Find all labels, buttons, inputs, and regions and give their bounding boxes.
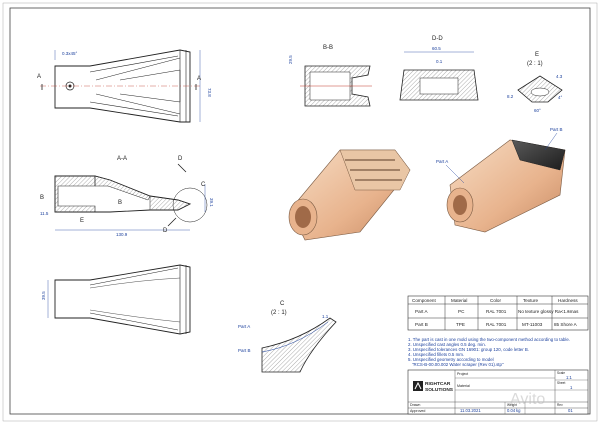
note-6: "RCS-B-00.00.002 Water scraper (Rev 01).… <box>412 362 504 367</box>
dim-height-top: 73.8 <box>207 88 212 97</box>
section-marker-d-bottom: D <box>163 228 168 234</box>
section-marker-a-left: A <box>37 74 41 80</box>
bom-table: Component Material Color Texture Hardnes… <box>407 295 589 331</box>
bom-row2-component: Part B <box>415 322 428 327</box>
section-marker-d-top: D <box>178 156 183 162</box>
detail-c-view: C (2 : 1) Part A Part B 1.1 <box>238 301 337 373</box>
detail-c-title: C <box>280 301 285 307</box>
bom-row1-material: PC <box>458 309 465 314</box>
dim-aa-len: 130.9 <box>116 232 128 237</box>
section-bb-title: B-B <box>323 45 333 51</box>
company-logo: RIGHTCAR SOLUTIONS <box>413 381 454 393</box>
bom-row1-texture: No texture glossy Ra<1.6mas <box>518 309 579 314</box>
iso-view-ribbed <box>288 149 411 241</box>
bottom-view: 39.5 <box>41 264 191 335</box>
label-drawn: Drawn <box>410 403 420 407</box>
title-scale: 1:1 <box>566 375 572 380</box>
section-marker-a-right: A <box>197 76 201 82</box>
bom-row2-color: RAL 7001 <box>486 322 507 327</box>
dim-bottom-h: 39.5 <box>41 291 46 300</box>
dim-c-thk: 1.1 <box>322 314 329 319</box>
iso-view-wiper: Part A Part B <box>436 127 566 233</box>
company-name-line2: SOLUTIONS <box>425 387 454 393</box>
notes-block: 1. The part is cast in one mold using th… <box>408 337 570 367</box>
note-5: 5. Unspecified geometry according to mod… <box>408 357 494 362</box>
title-sheet: 1 <box>570 385 573 390</box>
dim-dd-width: 0.1 <box>436 59 443 64</box>
dim-aa-left: 11.5 <box>40 211 49 216</box>
iso-part-b: Part B <box>550 127 563 132</box>
section-dd-title: D-D <box>432 36 443 42</box>
label-project: Project <box>457 372 468 376</box>
top-view: 0.3x45° 73.8 A A <box>37 49 212 123</box>
detail-e-scale: (2 : 1) <box>527 61 543 67</box>
section-marker-c: C <box>201 182 206 188</box>
note-1: 1. The part is cast in one mold using th… <box>408 337 570 342</box>
dim-e-w: 8.2 <box>507 94 514 99</box>
dim-e-r: 4° <box>558 95 563 100</box>
note-3: 3. Unspecified tolerances GN 16901: grou… <box>408 347 529 352</box>
section-marker-b-right: B <box>118 200 122 206</box>
dim-bb-depth: 29.5 <box>288 55 293 64</box>
bom-row2-hardness: 85 Shore A <box>554 322 578 327</box>
dim-aa-h: 39.1 <box>209 198 214 207</box>
bom-row1-hardness: - <box>568 309 570 314</box>
section-marker-b-left: B <box>40 195 44 201</box>
bom-header-texture: Texture <box>523 298 539 303</box>
title-block: RIGHTCAR SOLUTIONS Project Material Draw… <box>407 369 589 415</box>
detail-e-title: E <box>535 52 539 58</box>
bom-header-color: Color <box>490 298 501 303</box>
label-sheet: Sheet <box>557 381 565 385</box>
detail-c-part-b: Part B <box>238 348 251 353</box>
bom-row1-color: RAL 7001 <box>486 309 507 314</box>
bom-row2-material: TPE <box>456 322 465 327</box>
sheet-border <box>9 7 591 415</box>
label-approved: Approved <box>410 409 425 413</box>
watermark: Avito <box>510 391 545 408</box>
label-scale: Scale <box>557 371 565 375</box>
label-material: Material <box>457 384 470 388</box>
label-rev: Rev <box>557 403 563 407</box>
dim-e-h: 4.3 <box>556 74 563 79</box>
detail-e-view: E (2 : 1) 4.3 8.2 60° 4° <box>507 52 563 113</box>
note-2: 2. Unspecified cast angles 0.5 deg. min. <box>408 342 486 347</box>
title-weight: 0.04 <box>507 408 516 413</box>
section-aa-view: A-A 39.1 11.5 130.9 B B C D D E <box>40 156 214 237</box>
title-weight-unit: kg <box>516 408 521 413</box>
dim-e-angle: 60° <box>534 108 541 113</box>
section-bb-view: B-B 29.5 <box>288 45 372 107</box>
bom-header-component: Component <box>412 298 436 303</box>
detail-c-part-a: Part A <box>238 324 250 329</box>
section-aa-title: A-A <box>117 156 127 162</box>
bom-row1-component: Part A <box>415 309 428 314</box>
note-4: 4. Unspecified fillets 0.5 mm. <box>408 352 464 357</box>
bom-header-material: Material <box>451 298 467 303</box>
dim-dd-width-top: 60.5 <box>432 46 441 51</box>
detail-c-scale: (2 : 1) <box>271 310 287 316</box>
title-date: 11.03.2021 <box>460 408 481 413</box>
bom-row2-texture: MT-11003 <box>522 322 543 327</box>
bom-header-hardness: Hardness <box>558 298 578 303</box>
label-weight: Weight <box>507 403 517 407</box>
section-dd-view: D-D 60.5 0.1 <box>399 36 479 101</box>
title-revision: 01 <box>568 408 573 413</box>
section-marker-e: E <box>80 218 84 224</box>
iso-part-a: Part A <box>436 159 448 164</box>
company-name-line1: RIGHTCAR <box>425 381 451 387</box>
dim-chamfer: 0.3x45° <box>62 51 78 56</box>
